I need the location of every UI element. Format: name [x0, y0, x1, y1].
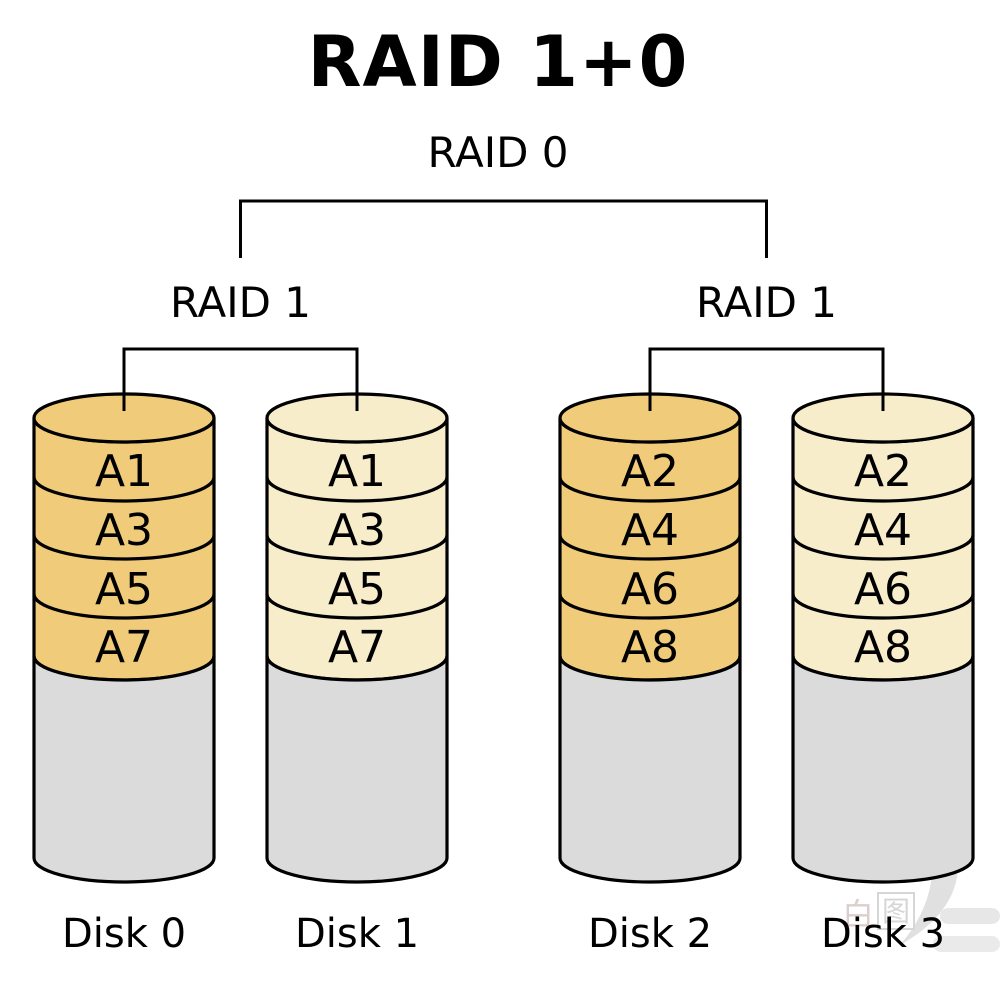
block-label: A5	[95, 564, 153, 615]
disk-2-divider	[558, 534, 742, 561]
watermark-bar	[940, 908, 1000, 924]
block-label: A3	[328, 505, 386, 556]
watermark-bar	[933, 936, 1000, 952]
disk-0-unused-region	[32, 655, 216, 884]
raid1-right-label: RAID 1	[696, 278, 837, 327]
disk-1-unused-region	[265, 655, 449, 884]
raid0-label: RAID 0	[427, 128, 568, 177]
disk-1-label: Disk 1	[295, 911, 419, 957]
disk-0-divider	[32, 476, 216, 503]
block-label: A2	[854, 446, 912, 497]
disk-2-divider	[558, 476, 742, 503]
disk-3-divider	[791, 476, 975, 503]
block-label: A4	[621, 505, 679, 556]
disk-2-divider	[558, 593, 742, 620]
raid1-right-bracket	[648, 347, 885, 411]
disk-0-cylinder: A1 A3 A5 A7	[32, 392, 216, 884]
raid0-bracket	[239, 199, 768, 258]
block-label: A4	[854, 505, 912, 556]
block-label: A8	[621, 622, 679, 673]
disk-1-divider	[265, 593, 449, 620]
watermark-char-box	[877, 892, 915, 930]
watermark-char: 白	[842, 896, 874, 934]
disk-3-cylinder: A2 A4 A6 A8	[791, 392, 975, 884]
block-label: A7	[328, 622, 386, 673]
disk-1-divider	[265, 476, 449, 503]
block-label: A7	[95, 622, 153, 673]
disk-2-label: Disk 2	[588, 911, 712, 957]
block-label: A2	[621, 446, 679, 497]
raid1-left-label: RAID 1	[170, 278, 311, 327]
disk-1-divider	[265, 534, 449, 561]
raid1-left-bracket	[122, 347, 359, 411]
disk-3-label: Disk 3	[821, 911, 945, 957]
watermark-char-boxed: 图	[882, 895, 910, 928]
disk-2-unused-region	[558, 655, 742, 884]
block-label: A5	[328, 564, 386, 615]
disk-3-unused-region	[791, 655, 975, 884]
connectors	[122, 199, 885, 411]
disk-3-divider	[791, 593, 975, 620]
block-label: A3	[95, 505, 153, 556]
disk-2-cylinder: A2 A4 A6 A8	[558, 392, 742, 884]
block-label: A1	[95, 446, 153, 497]
disk-0-label: Disk 0	[62, 911, 186, 957]
block-label: A1	[328, 446, 386, 497]
disk-1-cylinder: A1 A3 A5 A7	[265, 392, 449, 884]
block-label: A8	[854, 622, 912, 673]
disk-0-divider	[32, 534, 216, 561]
disk-0-divider	[32, 593, 216, 620]
diagram-title: RAID 1+0	[308, 21, 689, 103]
block-label: A6	[621, 564, 679, 615]
disk-3-divider	[791, 534, 975, 561]
labels: RAID 1+0 RAID 0 RAID 1 RAID 1 Disk 0 Dis…	[62, 21, 945, 957]
block-label: A6	[854, 564, 912, 615]
